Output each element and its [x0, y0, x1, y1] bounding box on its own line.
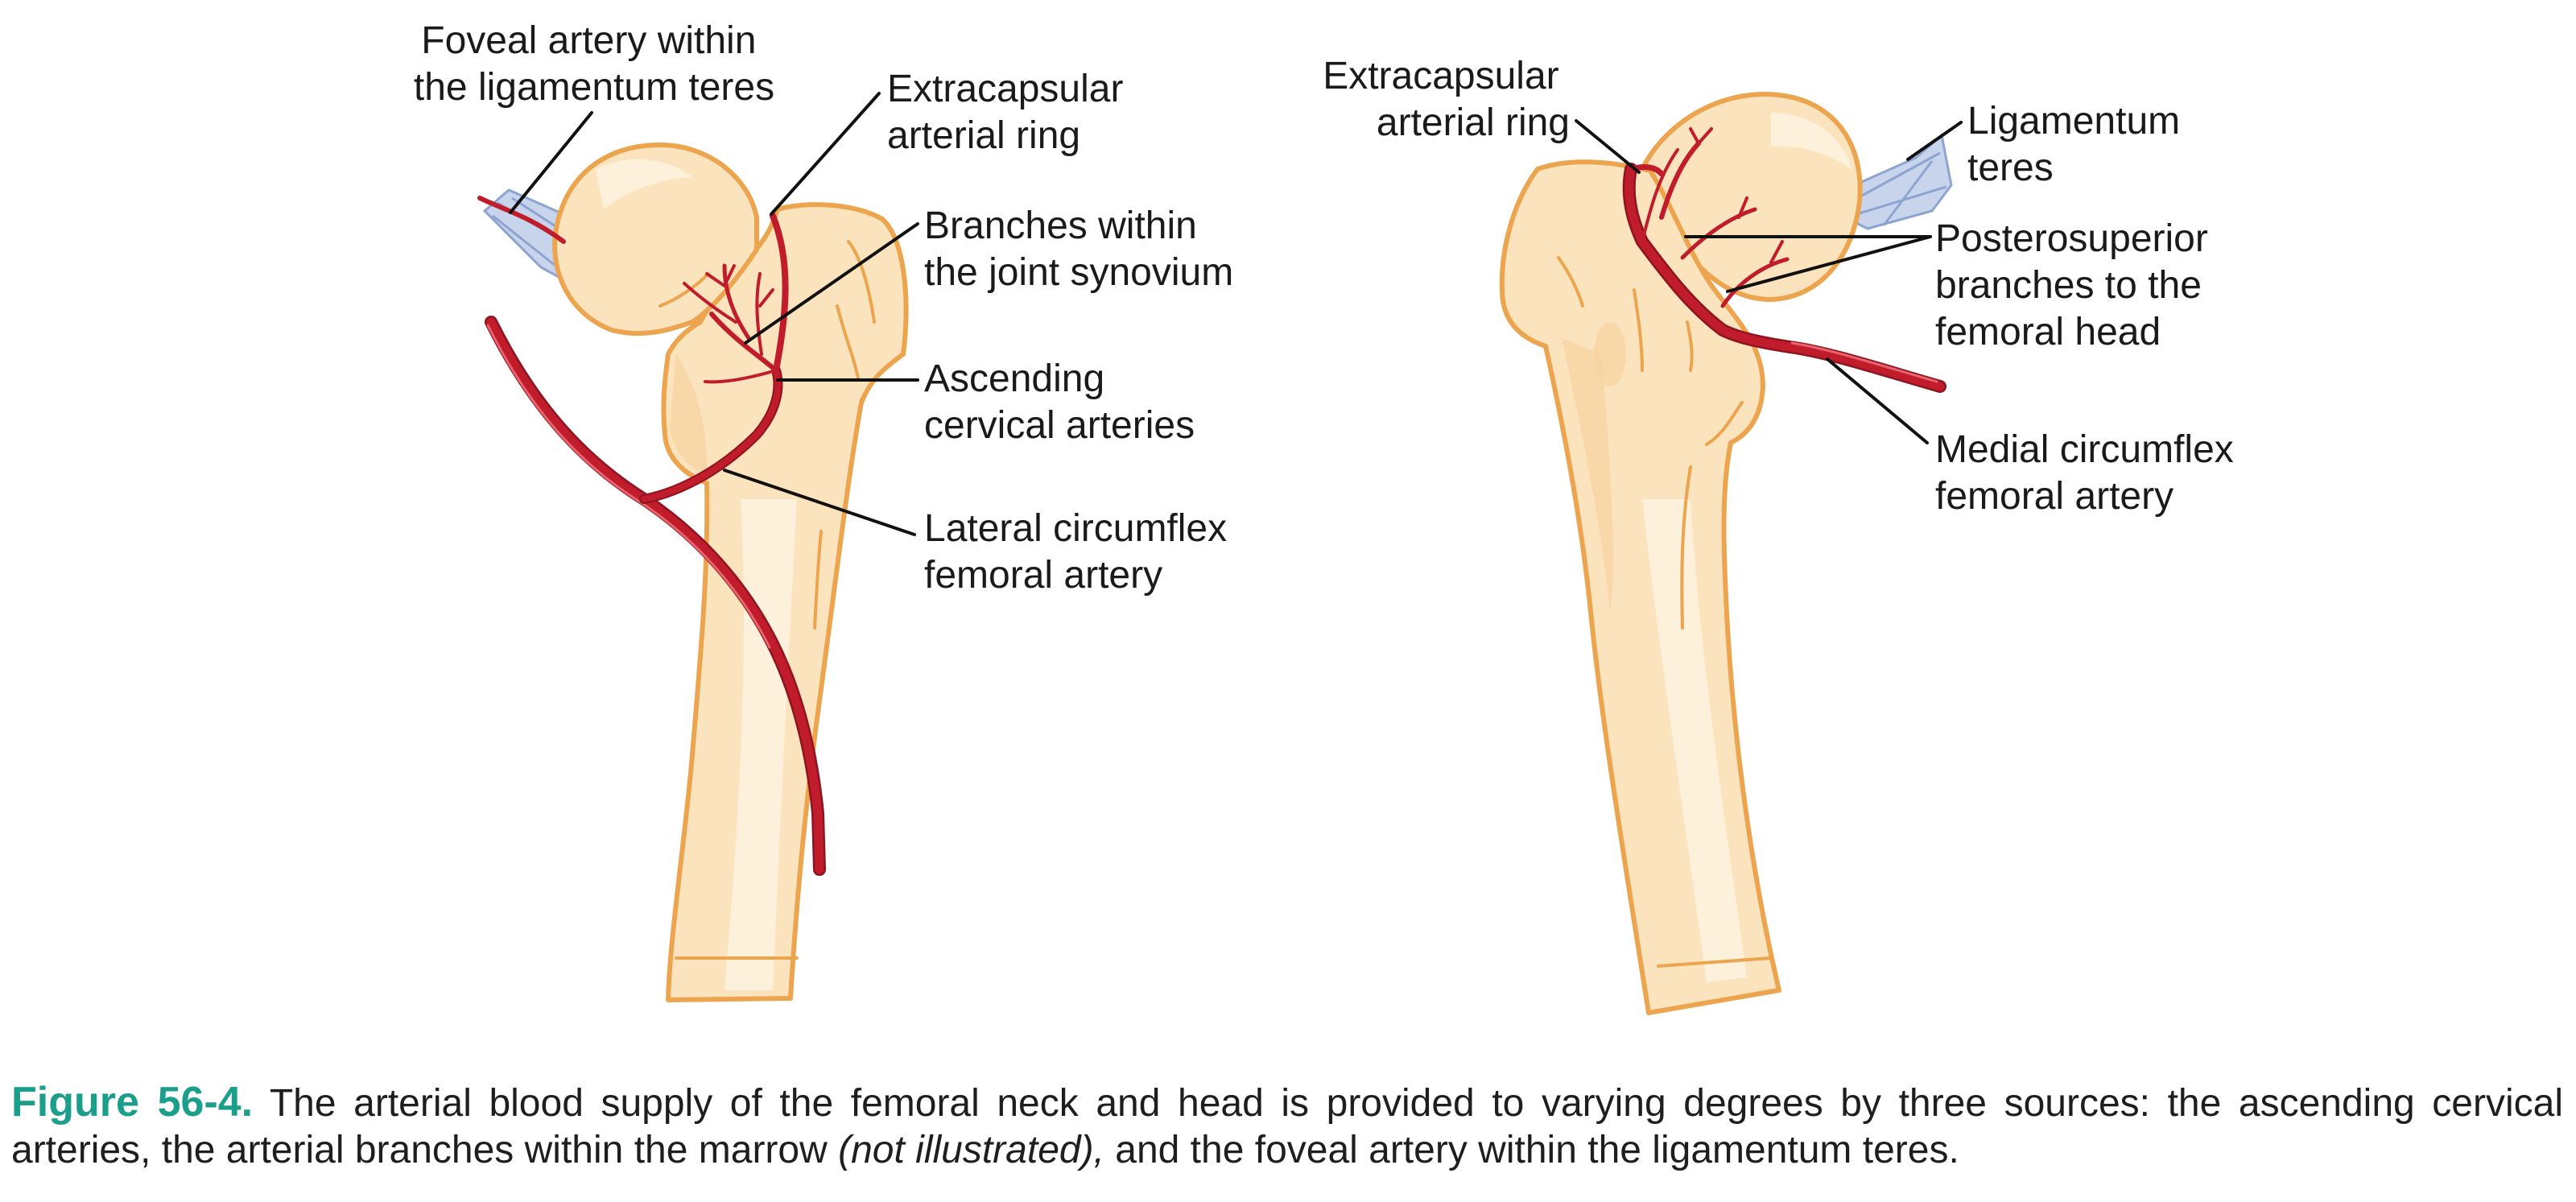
right-ligamentum-teres: [1842, 133, 1953, 230]
left-arteries: [477, 196, 826, 876]
label-ascending-cervical: Ascending cervical arteries: [924, 357, 1195, 447]
label-foveal-artery: Foveal artery within the ligamentum tere…: [414, 19, 774, 109]
right-femur-illustration: [1499, 92, 1953, 1015]
label-right-extracapsular-ring: Extracapsular arterial ring: [1323, 55, 1570, 144]
label-left-extracapsular-ring: Extracapsular arterial ring: [887, 68, 1134, 157]
femur-diagram: Foveal artery within the ligamentum tere…: [414, 19, 2244, 1015]
label-synovium-branches: Branches within the joint synovium: [924, 204, 1233, 294]
left-labels: Foveal artery within the ligamentum tere…: [414, 19, 1237, 597]
figure-number: Figure 56-4.: [11, 1079, 254, 1126]
caption-text-1: The arterial blood supply of the femoral…: [11, 1082, 2564, 1171]
right-labels: Extracapsular arterial ring Ligamentum t…: [1323, 55, 2244, 518]
label-medial-circumflex: Medial circumflex femoral artery: [1935, 428, 2244, 518]
leader-lines: [509, 92, 1963, 536]
label-ligamentum-teres: Ligamentum teres: [1967, 100, 2190, 189]
label-posterosuperior-branches: Posterosuperior branches to the femoral …: [1935, 217, 2219, 353]
caption-text-2: and the foveal artery within the ligamen…: [1104, 1129, 1959, 1171]
left-femur-illustration: [477, 143, 909, 1002]
caption-italic-note: (not illustrated),: [838, 1129, 1104, 1171]
figure-caption: Figure 56-4. The arterial blood supply o…: [11, 1079, 2563, 1174]
label-lateral-circumflex: Lateral circumflex femoral artery: [924, 507, 1237, 597]
